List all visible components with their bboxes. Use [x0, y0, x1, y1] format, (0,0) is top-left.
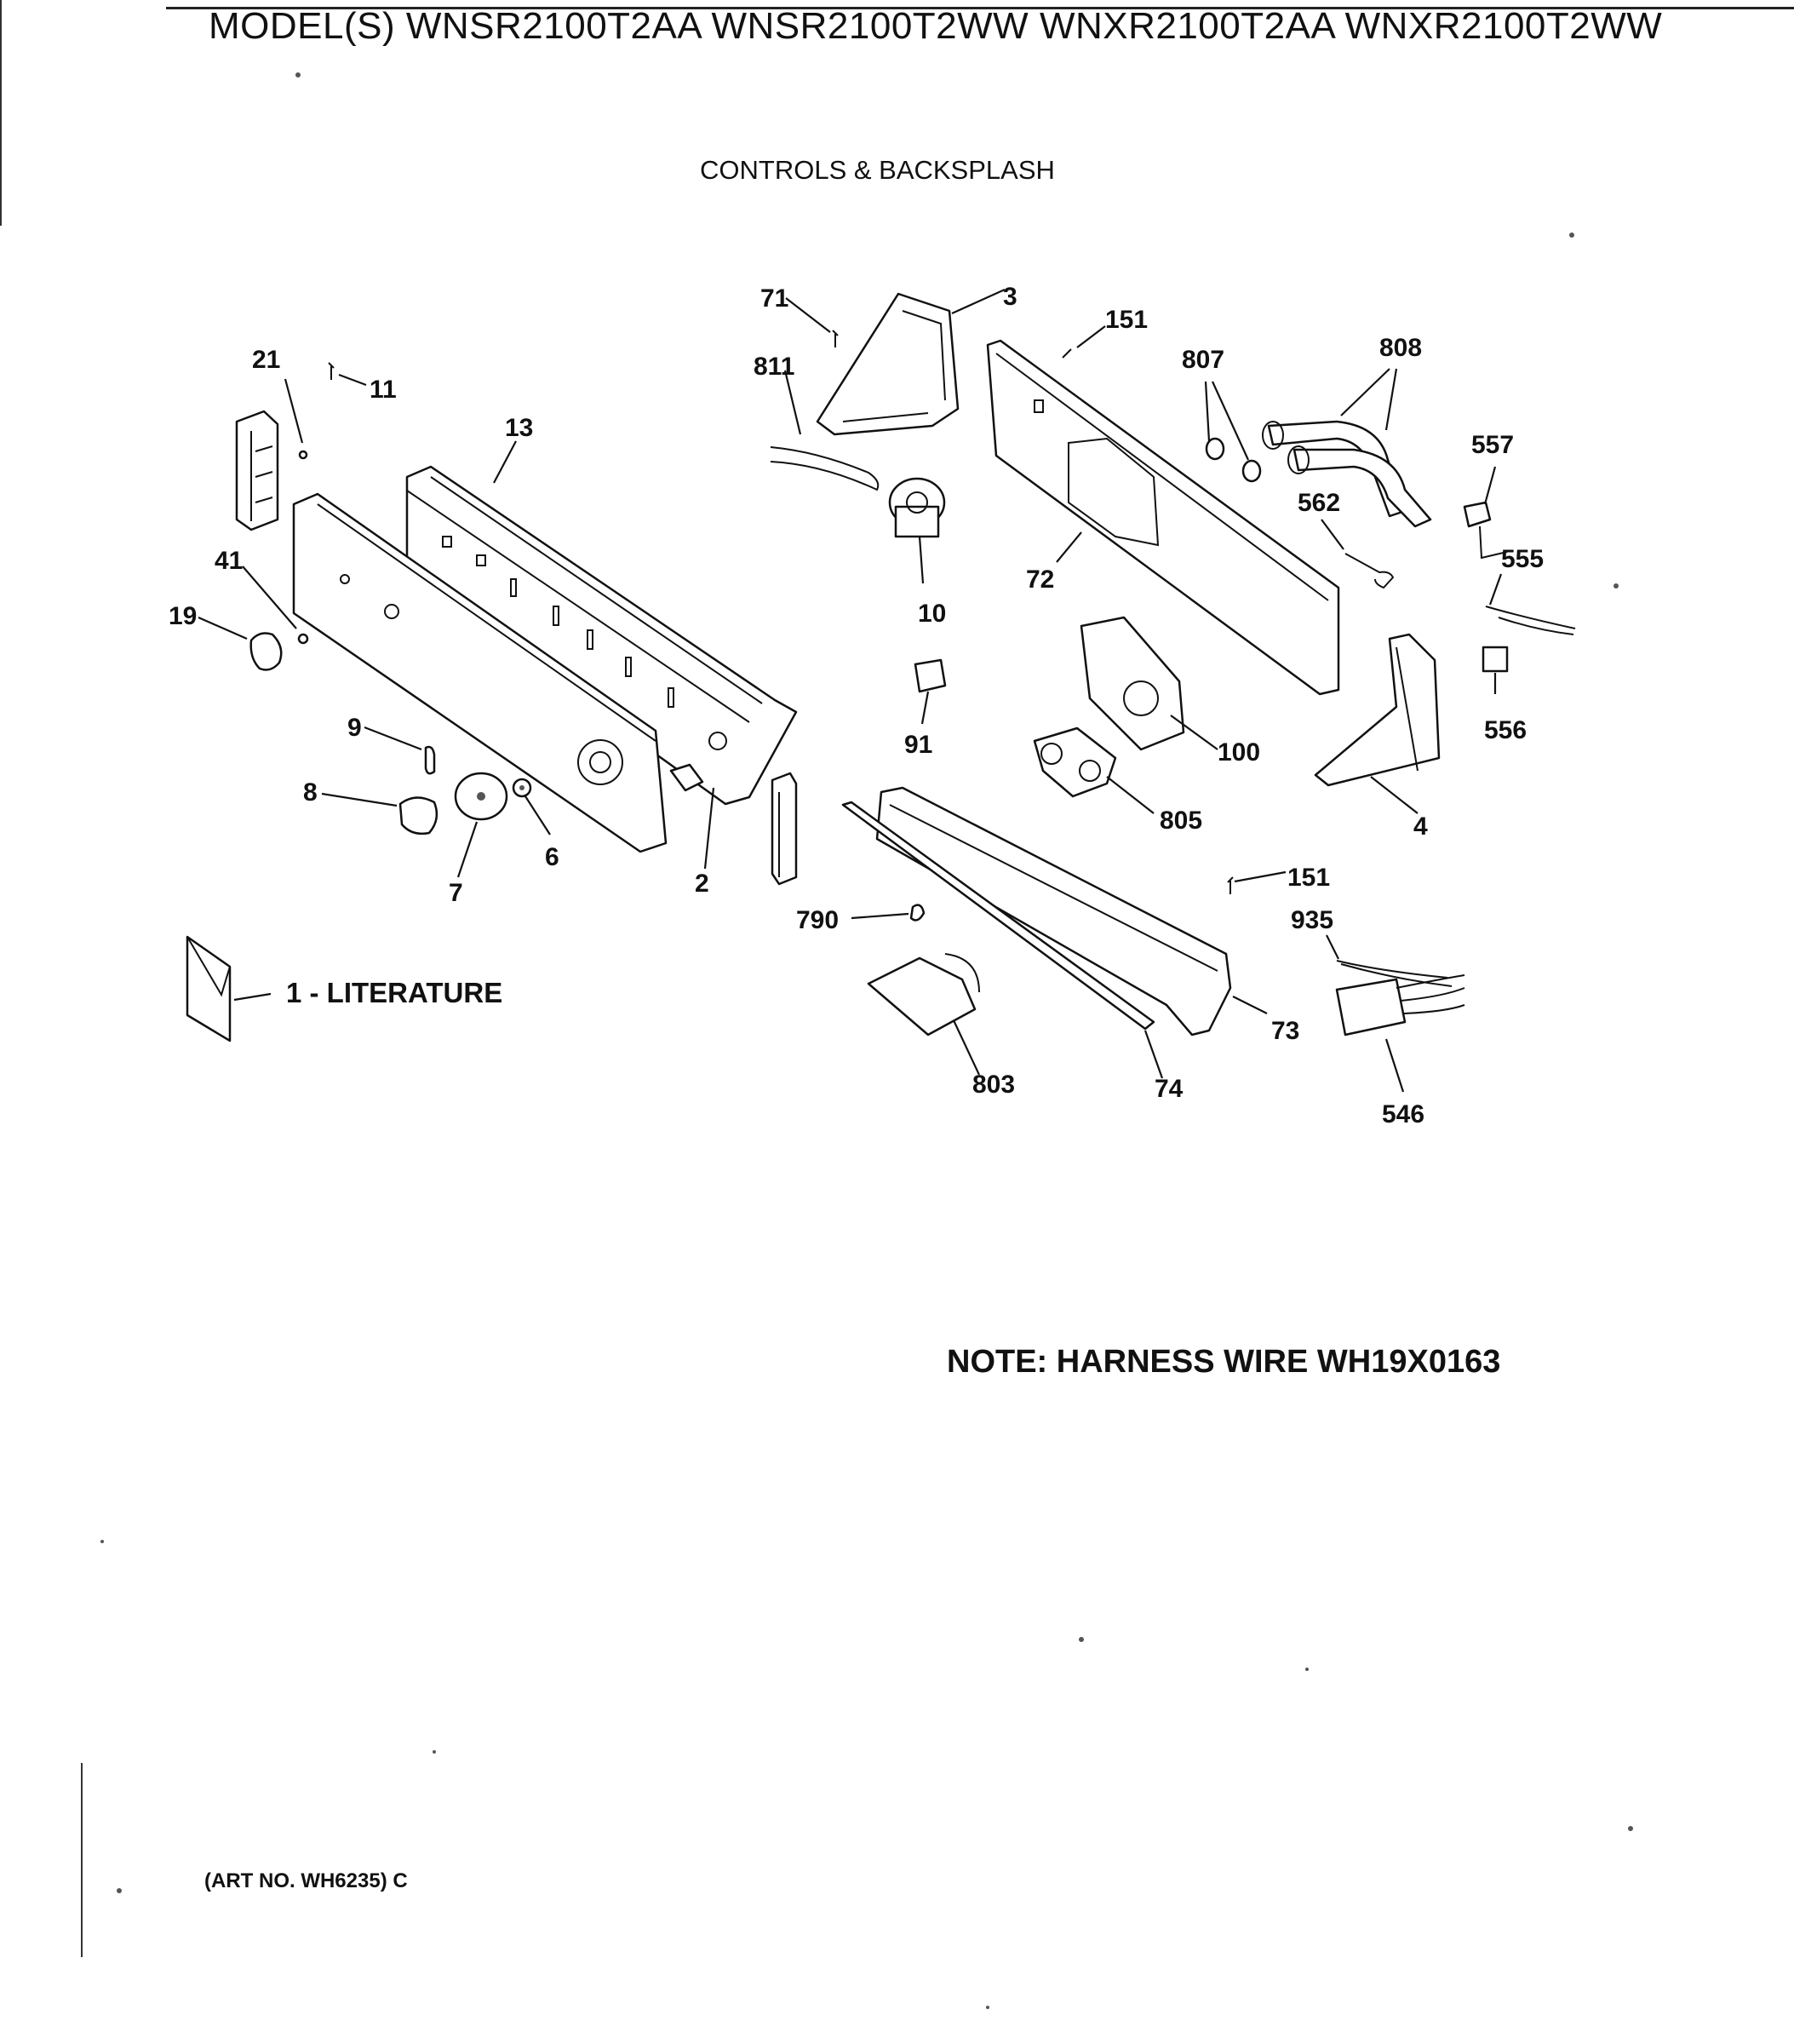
valve-805 [1033, 726, 1117, 798]
callout-557: 557 [1471, 431, 1514, 459]
callout-151-bottom: 151 [1287, 864, 1330, 892]
bracket-3 [816, 292, 960, 436]
knob-19 [249, 632, 283, 671]
callout-41: 41 [215, 547, 243, 575]
callout-3: 3 [1003, 283, 1017, 311]
connector-556 [1482, 646, 1509, 673]
art-number: (ART NO. WH6235) C [204, 1869, 408, 1892]
clip-41 [297, 633, 309, 645]
callout-151-top: 151 [1105, 306, 1148, 334]
callout-4: 4 [1413, 812, 1428, 841]
bracket-4 [1314, 633, 1441, 787]
callout-71: 71 [760, 284, 788, 313]
screw-71 [832, 330, 839, 347]
callout-91: 91 [904, 731, 932, 759]
clip-790 [909, 904, 926, 922]
callout-556: 556 [1484, 716, 1527, 744]
callout-7: 7 [449, 879, 463, 907]
diagram-subtitle: CONTROLS & BACKSPLASH [700, 155, 1055, 185]
left-margin-line-top [0, 0, 2, 226]
spring-6 [512, 778, 532, 798]
callout-805: 805 [1160, 807, 1202, 835]
callout-803: 803 [972, 1071, 1015, 1099]
callout-555: 555 [1501, 545, 1544, 573]
callout-21: 21 [252, 346, 280, 374]
model-header: MODEL(S) WNSR2100T2AA WNSR2100T2WW WNXR2… [209, 5, 1663, 47]
harness-935 [1336, 960, 1453, 987]
end-cap-left [235, 410, 279, 531]
left-margin-line-bottom [81, 1763, 83, 1957]
bracket-2 [669, 763, 704, 792]
literature-label: 1 - LITERATURE [286, 977, 503, 1008]
harness-note: NOTE: HARNESS WIRE WH19X0163 [947, 1344, 1501, 1380]
callout-72: 72 [1026, 566, 1054, 594]
callout-811: 811 [754, 353, 794, 381]
callout-13: 13 [505, 414, 533, 442]
gasket-562 [1344, 553, 1395, 589]
screw-151-top [1062, 348, 1072, 359]
scan-specks [100, 72, 1633, 2009]
header-rule [166, 7, 1794, 9]
light-803 [867, 953, 980, 1036]
callout-74: 74 [1155, 1075, 1184, 1103]
callout-8: 8 [303, 778, 318, 807]
harness-block-546 [1335, 974, 1465, 1036]
literature-envelope [186, 935, 232, 1042]
knob-8 [398, 796, 438, 835]
strip-74 [841, 801, 1155, 1031]
screw-151-bottom [1227, 876, 1234, 894]
callout-808: 808 [1379, 334, 1422, 362]
end-cap-right [771, 772, 798, 886]
callout-6: 6 [545, 843, 559, 871]
callout-9: 9 [347, 714, 362, 742]
hose-811 [770, 446, 880, 491]
pressure-switch-10 [888, 477, 946, 538]
callout-807: 807 [1182, 346, 1224, 374]
callout-790: 790 [796, 906, 839, 934]
callout-935: 935 [1291, 906, 1333, 934]
callout-10: 10 [918, 600, 946, 628]
timer-100 [1080, 616, 1185, 751]
control-panel-front [292, 492, 668, 853]
leader-lines [198, 288, 1503, 1093]
callout-562: 562 [1298, 489, 1340, 517]
washers-807 [1205, 437, 1262, 483]
wire-555 [1485, 606, 1576, 635]
backsplash-72 [986, 339, 1340, 696]
callout-546: 546 [1382, 1100, 1424, 1128]
switch-91 [914, 658, 947, 693]
callout-19: 19 [169, 602, 197, 630]
callout-11: 11 [370, 376, 397, 404]
screw-21 [298, 450, 308, 460]
clip-9 [424, 745, 436, 775]
dial-7 [454, 772, 508, 821]
thermistor-557 [1463, 501, 1508, 560]
callout-73: 73 [1271, 1017, 1299, 1045]
callout-2: 2 [695, 870, 709, 898]
callout-100: 100 [1218, 738, 1260, 766]
hoses-808 [1262, 420, 1432, 528]
screw-11 [328, 362, 335, 380]
